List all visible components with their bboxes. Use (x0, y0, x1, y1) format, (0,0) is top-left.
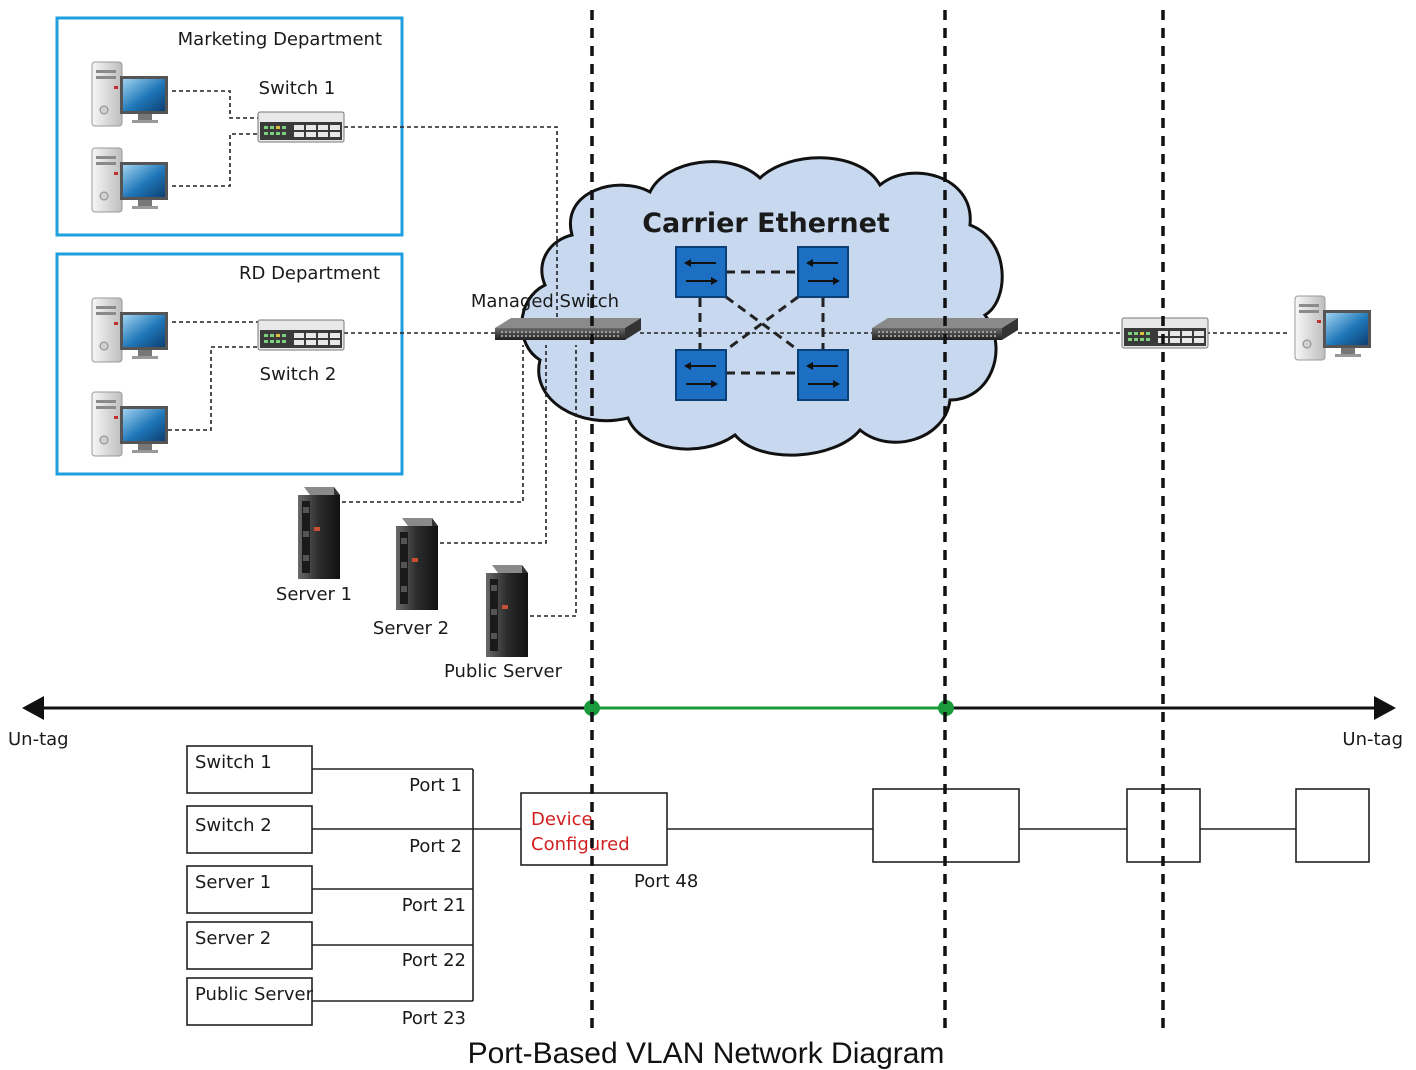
marketing-pc2-link (172, 133, 258, 187)
cloud-switch-icon (797, 349, 849, 401)
legend-device-label: Switch 1 (195, 752, 272, 773)
public-server-icon (486, 565, 528, 657)
managed-switch-label: Managed Switch (471, 291, 619, 312)
rd-department-box (55, 252, 404, 476)
axis-left-arrow (22, 696, 44, 720)
port-48-label: Port 48 (634, 871, 698, 892)
public-server-link (530, 345, 577, 617)
legend-port-label: Port 22 (402, 950, 466, 971)
switch2-icon (257, 319, 345, 351)
legend-device-label: Switch 2 (195, 815, 272, 836)
managed-switch-icon (494, 317, 642, 341)
server2-label: Server 2 (373, 618, 449, 639)
remote-switch-icon (1121, 317, 1209, 349)
device-configured-box (520, 792, 668, 866)
marketing-department-label: Marketing Department (178, 29, 382, 50)
switch1-uplink (344, 126, 558, 322)
legend-port-label: Port 1 (409, 775, 462, 796)
axis-right-arrow (1374, 696, 1396, 720)
marketing-pc-icon (91, 147, 169, 213)
legend-device-label: Server 2 (195, 928, 271, 949)
rd-pc-icon (91, 391, 169, 457)
legend-port-label: Port 23 (402, 1008, 466, 1029)
cloud-switch-icon (675, 349, 727, 401)
device-configured-line2: Configured (531, 834, 630, 855)
remote-pc-box (1295, 788, 1370, 863)
legend-device-box (186, 805, 313, 854)
device-configured-line1: Device (531, 809, 593, 830)
marketing-pc-icon (91, 61, 169, 127)
tag-point-right (938, 700, 954, 716)
tag-point-left (584, 700, 600, 716)
rd-department-label: RD Department (239, 263, 380, 284)
legend-port-label: Port 2 (409, 836, 462, 857)
remote-pc-icon (1294, 295, 1372, 361)
diagram-title: Port-Based VLAN Network Diagram (468, 1037, 945, 1070)
server2-link (440, 345, 547, 544)
server2-icon (396, 518, 438, 610)
rd-pc-icon (91, 297, 169, 363)
cloud-switch-icon (797, 246, 849, 298)
legend-device-box (186, 745, 313, 794)
switch1-label: Switch 1 (259, 78, 336, 99)
legend-device-box (186, 921, 313, 970)
server1-icon (298, 487, 340, 579)
rd-pc2-link (168, 346, 258, 431)
legend-device-label: Server 1 (195, 872, 271, 893)
server1-link (342, 345, 524, 503)
legend-device-label: Public Server (195, 984, 314, 1005)
carrier-ethernet-cloud (520, 156, 1004, 457)
untag-right-label: Un-tag (1342, 729, 1403, 750)
legend-device-box (186, 977, 313, 1026)
untag-left-label: Un-tag (8, 729, 69, 750)
public-server-label: Public Server (444, 661, 563, 682)
switch1-icon (257, 111, 345, 143)
server1-label: Server 1 (276, 584, 352, 605)
marketing-pc1-link (172, 90, 258, 119)
legend-port-label: Port 21 (402, 895, 466, 916)
switch2-label: Switch 2 (260, 364, 337, 385)
carrier-ethernet-label: Carrier Ethernet (642, 208, 890, 239)
legend-device-box (186, 865, 313, 914)
cloud-switch-icon (675, 246, 727, 298)
